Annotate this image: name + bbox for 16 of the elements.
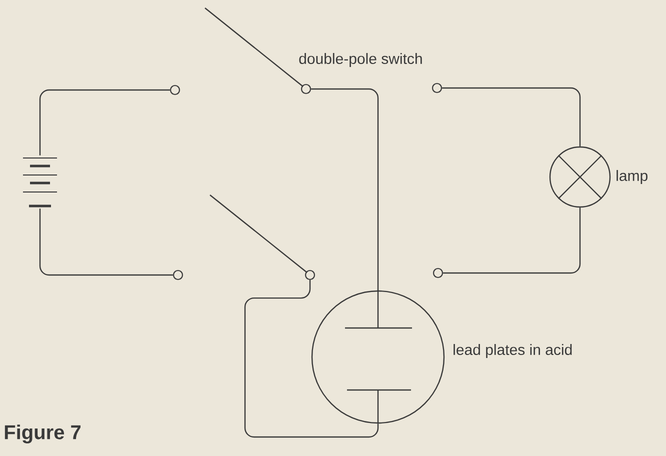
terminal <box>170 84 180 96</box>
component-label: lead plates in acid <box>454 344 572 358</box>
component-label: double-pole switch <box>299 53 422 67</box>
component-label: lamp <box>616 170 648 184</box>
terminal <box>432 82 442 94</box>
figure-caption: Figure 7 <box>4 424 80 444</box>
terminal <box>432 268 444 278</box>
battery-symbol <box>22 158 58 208</box>
wire <box>311 88 379 290</box>
terminal <box>172 270 184 280</box>
wire <box>39 89 170 156</box>
wire <box>443 208 581 274</box>
cell-symbol <box>311 289 445 424</box>
wire <box>442 87 581 146</box>
lamp-symbol <box>549 146 611 208</box>
wire <box>39 208 173 276</box>
